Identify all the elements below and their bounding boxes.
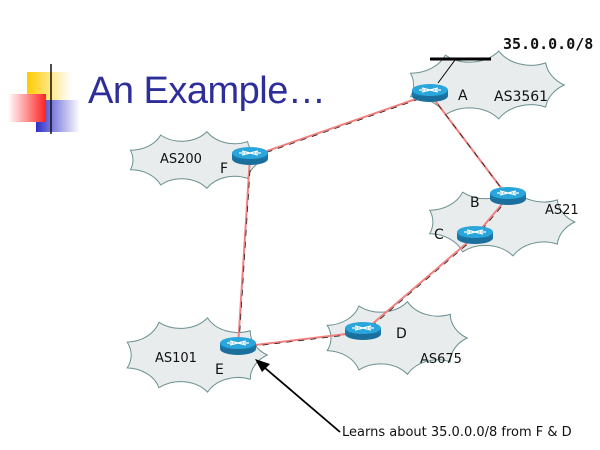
router-label-b: B <box>470 195 480 211</box>
annotation-text: Learns about 35.0.0.0/8 from F & D <box>342 425 572 440</box>
router-label-f: F <box>220 161 229 177</box>
router-icon-b <box>489 186 527 206</box>
as-label-as675: AS675 <box>420 352 462 367</box>
as-label-as3561: AS3561 <box>494 89 549 105</box>
router-icon-c <box>456 225 494 245</box>
cloud-as675 <box>326 300 469 376</box>
cloud-as200 <box>129 130 265 190</box>
prefix-attach-line <box>437 59 456 84</box>
router-label-d: D <box>396 326 407 342</box>
as-label-as21: AS21 <box>545 203 579 218</box>
prefix-label: 35.0.0.0/8 <box>503 35 594 53</box>
slide-title: An Example… <box>88 70 326 112</box>
router-label-c: C <box>434 227 444 243</box>
router-label-a: A <box>458 88 468 104</box>
link-a-b <box>429 93 510 199</box>
slide-logo <box>8 64 80 134</box>
router-icon-d <box>344 321 382 341</box>
link-c-d <box>362 235 477 334</box>
router-icon-f <box>231 146 269 166</box>
router-label-e: E <box>215 362 224 378</box>
router-icon-a <box>411 83 449 103</box>
as-label-as101: AS101 <box>155 351 197 366</box>
router-icon-e <box>219 336 257 356</box>
link-d-e <box>237 331 364 349</box>
cloud-as101 <box>126 317 269 393</box>
link-a-f <box>249 93 431 159</box>
as-label-as200: AS200 <box>160 152 202 167</box>
link-f-e <box>237 156 252 349</box>
annotation-arrow <box>255 359 341 433</box>
